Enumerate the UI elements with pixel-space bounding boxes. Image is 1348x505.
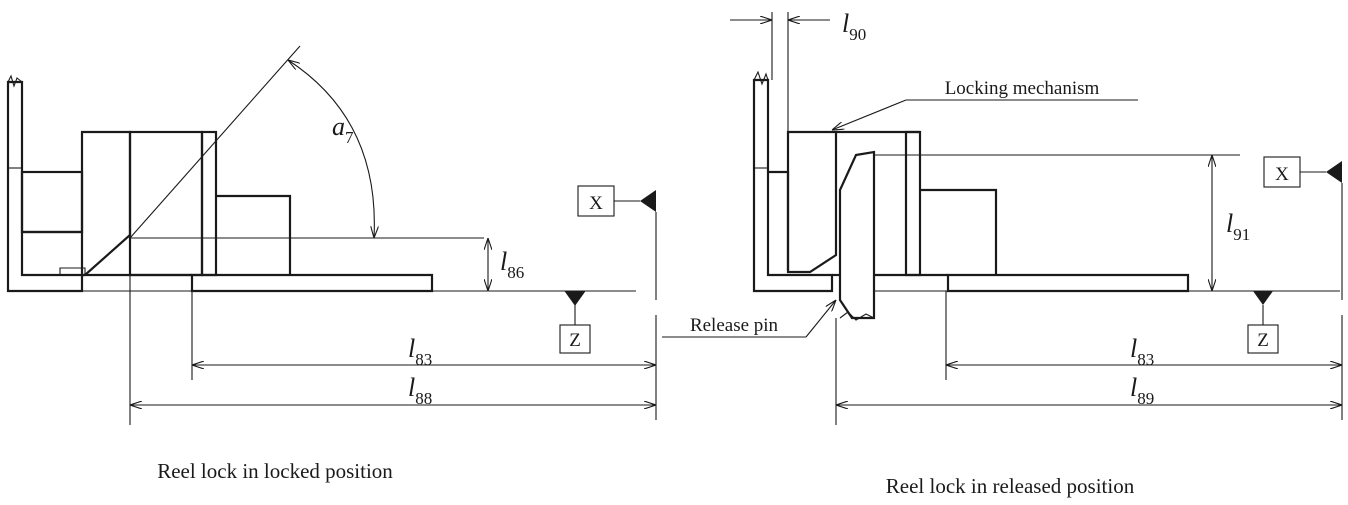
left-flange <box>200 130 218 277</box>
right-caption: Reel lock in released position <box>886 474 1135 498</box>
dim-l86-label: l86 <box>500 247 524 282</box>
left-caption: Reel lock in locked position <box>157 459 393 483</box>
dim-l91-label: l91 <box>1226 209 1250 244</box>
datum-z-label-left: Z <box>569 330 581 351</box>
left-reel-hub <box>128 130 204 277</box>
dim-l83-label-left: l83 <box>408 334 432 369</box>
right-housing <box>752 70 834 293</box>
release-pin-label: Release pin <box>690 315 779 336</box>
release-pin <box>838 150 876 320</box>
left-angle-line <box>129 45 301 239</box>
datum-x-label-right: X <box>1275 164 1289 185</box>
dim-l89-label: l89 <box>1130 373 1154 408</box>
left-inner-block <box>20 170 84 234</box>
left-view: a7 l86 Z X l83 l88 Reel lock in locked p… <box>6 45 657 483</box>
angle-arc-a7 <box>288 60 374 238</box>
left-locking-block <box>80 130 132 277</box>
datum-z-label-right: Z <box>1257 330 1269 351</box>
dim-l88-label: l88 <box>408 373 432 408</box>
datum-x-label-left: X <box>589 193 603 214</box>
left-base-plate <box>190 273 434 293</box>
right-flange <box>904 130 922 277</box>
datum-z-box-right <box>1247 324 1279 354</box>
datum-z-box-left <box>559 324 591 354</box>
dim-l83-label-right: l83 <box>1130 334 1154 369</box>
dim-l90-label: l90 <box>842 9 866 44</box>
left-housing <box>6 74 84 293</box>
right-view: l90 Locking mechanism Release pin l91 X … <box>662 9 1343 498</box>
right-base-plate <box>946 273 1190 293</box>
locking-mechanism-label: Locking mechanism <box>945 78 1100 99</box>
angle-label: a7 <box>332 112 354 147</box>
right-locking-block <box>786 130 838 274</box>
